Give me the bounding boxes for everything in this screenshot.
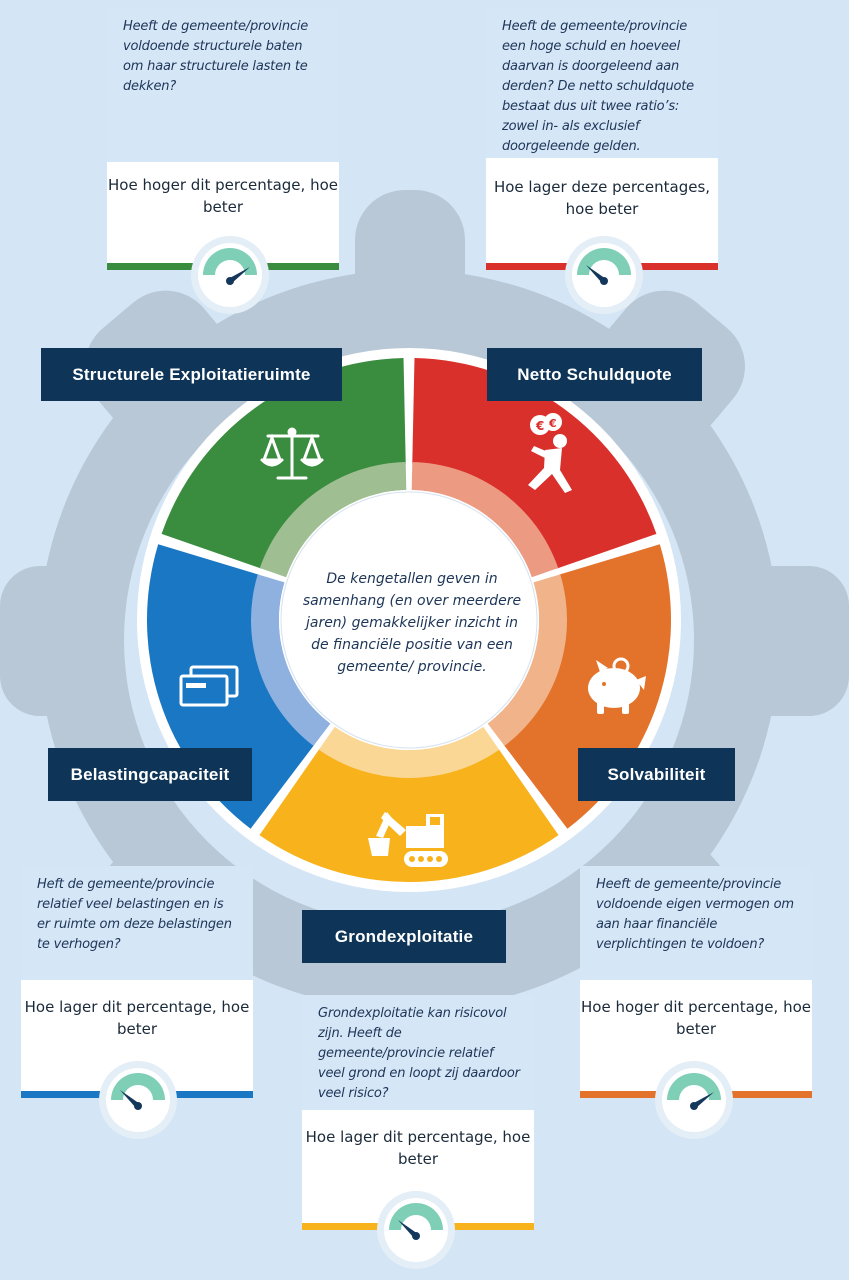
label-netto-schuldquote: Netto Schuldquote bbox=[487, 348, 702, 401]
label-grondexploitatie: Grondexploitatie bbox=[302, 910, 506, 963]
excavator-icon bbox=[368, 812, 448, 867]
card-answer: Hoe lager dit percentage, hoe beter bbox=[24, 998, 250, 1038]
segment-grond bbox=[259, 748, 559, 883]
scales-icon bbox=[260, 427, 324, 480]
svg-text:€: € bbox=[535, 419, 544, 433]
segment-structurele-inner bbox=[259, 462, 407, 578]
card-question: Heeft de gemeente/provincie een hoge sch… bbox=[486, 8, 718, 158]
gauge-icon bbox=[565, 236, 643, 314]
card-answer: Hoe lager deze percentages, hoe beter bbox=[493, 178, 711, 218]
card-question: Heft de gemeente/provincie relatief veel… bbox=[21, 866, 253, 980]
card-answer: Hoe hoger dit percentage, hoe beter bbox=[580, 998, 811, 1038]
segment-solvabiliteit-inner bbox=[487, 574, 567, 746]
card-grond: Grondexploitatie kan risicovol zijn. Hee… bbox=[302, 995, 534, 1230]
label-belastingcapaciteit: Belastingcapaciteit bbox=[48, 748, 252, 801]
segment-belasting-inner bbox=[251, 574, 331, 746]
label-structurele-exploitatieruimte: Structurele Exploitatieruimte bbox=[41, 348, 342, 401]
segment-structurele bbox=[161, 358, 406, 569]
segment-schuld bbox=[412, 358, 657, 569]
card-icon bbox=[179, 665, 239, 707]
gauge-icon bbox=[191, 236, 269, 314]
card-question: Heeft de gemeente/provincie voldoende ei… bbox=[580, 866, 812, 980]
card-question: Grondexploitatie kan risicovol zijn. Hee… bbox=[302, 995, 534, 1110]
piggy-bank-icon bbox=[588, 657, 646, 714]
card-answer: Hoe lager dit percentage, hoe beter bbox=[305, 1128, 531, 1168]
card-answer: Hoe hoger dit percentage, hoe beter bbox=[107, 176, 338, 216]
debt-person-icon: € € bbox=[528, 413, 572, 493]
segment-schuld-inner bbox=[411, 462, 559, 578]
center-text: De kengetallen geven in samenhang (en ov… bbox=[302, 571, 522, 675]
gauge-icon bbox=[655, 1061, 733, 1139]
gauge-icon bbox=[377, 1191, 455, 1269]
card-question: Heeft de gemeente/provincie voldoende st… bbox=[107, 8, 339, 162]
svg-text:€: € bbox=[548, 417, 557, 430]
segment-grond-inner bbox=[318, 726, 500, 778]
card-structurele: Heeft de gemeente/provincie voldoende st… bbox=[107, 8, 339, 270]
label-solvabiliteit: Solvabiliteit bbox=[578, 748, 735, 801]
card-belasting: Heft de gemeente/provincie relatief veel… bbox=[21, 866, 253, 1098]
gauge-icon bbox=[99, 1061, 177, 1139]
card-schuld: Heeft de gemeente/provincie een hoge sch… bbox=[486, 8, 718, 270]
